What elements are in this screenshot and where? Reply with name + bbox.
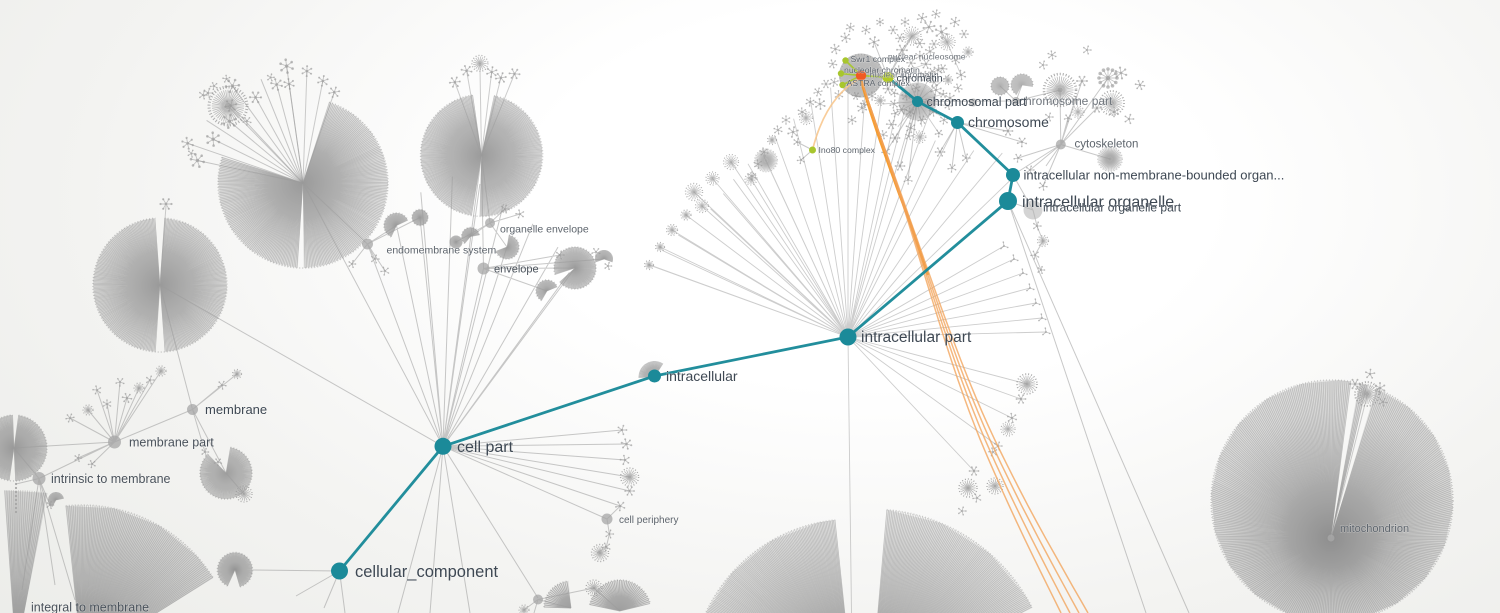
svg-text:mitochondrion: mitochondrion bbox=[1340, 523, 1409, 535]
svg-text:organelle envelope: organelle envelope bbox=[500, 224, 589, 236]
svg-text:Ino80 complex: Ino80 complex bbox=[819, 145, 876, 155]
svg-text:intrinsic to membrane: intrinsic to membrane bbox=[51, 472, 171, 486]
svg-text:envelope: envelope bbox=[494, 264, 539, 276]
svg-text:cell periphery: cell periphery bbox=[619, 515, 678, 526]
svg-text:membrane part: membrane part bbox=[129, 436, 214, 450]
svg-text:intracellular organelle: intracellular organelle bbox=[1022, 194, 1174, 211]
svg-text:endomembrane system: endomembrane system bbox=[387, 245, 497, 257]
svg-text:nuclear chromatin: nuclear chromatin bbox=[870, 70, 939, 80]
svg-text:nucleolar chromatin: nucleolar chromatin bbox=[844, 65, 920, 75]
svg-text:intracellular non-membrane-bou: intracellular non-membrane-bounded organ… bbox=[1024, 168, 1285, 183]
svg-text:chromatin: chromatin bbox=[897, 73, 943, 85]
svg-text:intracellular organelle part: intracellular organelle part bbox=[1043, 201, 1182, 215]
svg-text:membrane: membrane bbox=[205, 402, 267, 417]
svg-text:chromosome: chromosome bbox=[968, 114, 1049, 130]
svg-text:intracellular: intracellular bbox=[666, 368, 738, 384]
svg-text:integral to membrane: integral to membrane bbox=[31, 601, 149, 613]
svg-text:cell part: cell part bbox=[457, 439, 514, 456]
svg-text:cellular_component: cellular_component bbox=[355, 563, 499, 581]
svg-text:chromosomal part: chromosomal part bbox=[927, 95, 1028, 109]
svg-text:Swr1 complex: Swr1 complex bbox=[851, 54, 906, 64]
svg-text:intracellular part: intracellular part bbox=[861, 329, 972, 346]
svg-text:ASTRA complex: ASTRA complex bbox=[847, 78, 911, 88]
svg-text:cytoskeleton: cytoskeleton bbox=[1075, 139, 1139, 151]
svg-text:nuclear nucleosome: nuclear nucleosome bbox=[888, 52, 966, 62]
svg-text:chromosome part: chromosome part bbox=[1019, 94, 1113, 108]
